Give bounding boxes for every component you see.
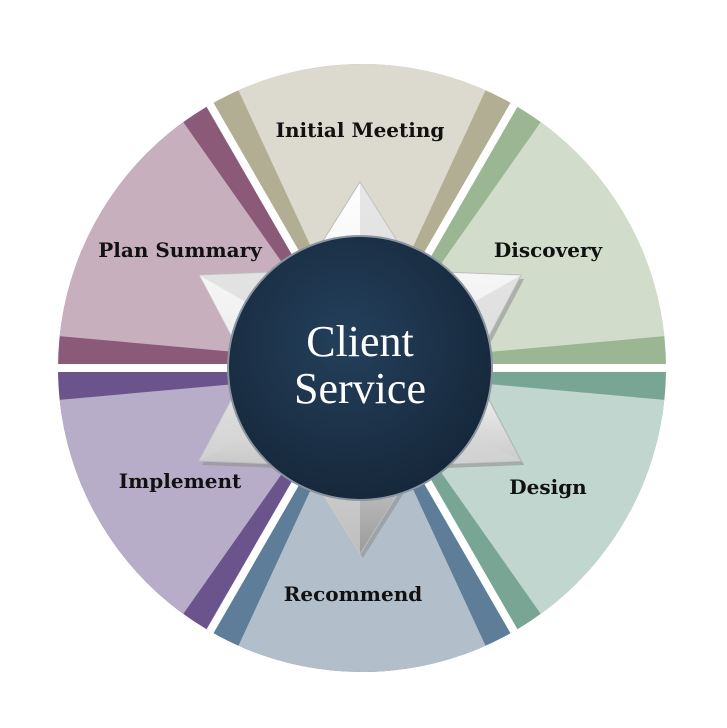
segment-label-implement: Implement: [119, 469, 242, 493]
center-hub: [227, 235, 493, 501]
segment-label-initial-meeting: Initial Meeting: [276, 118, 445, 142]
center-title-line2: Service: [294, 364, 426, 413]
segment-label-plan-summary: Plan Summary: [98, 238, 263, 262]
center-title-line1: Client: [306, 317, 414, 366]
segment-label-recommend: Recommend: [284, 582, 422, 606]
segment-label-discovery: Discovery: [494, 238, 604, 262]
segment-label-design: Design: [509, 475, 587, 499]
